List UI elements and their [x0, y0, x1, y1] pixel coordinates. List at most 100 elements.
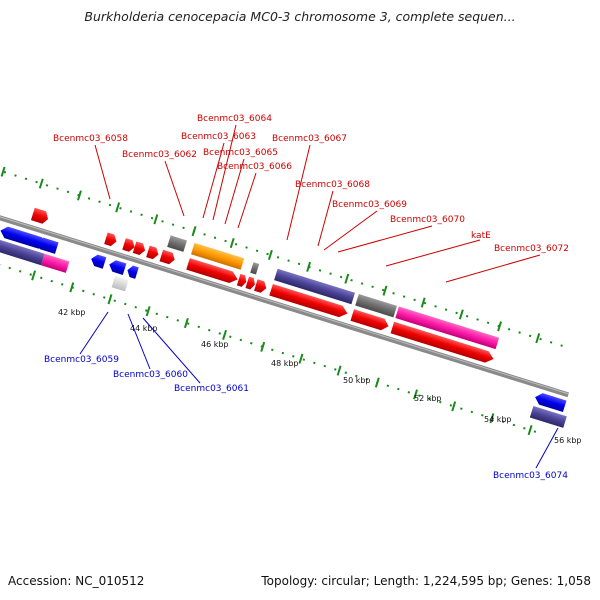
major-tick: [191, 226, 197, 237]
major-tick: [183, 317, 189, 329]
label-leader-line: [337, 225, 433, 253]
label-leader-line: [164, 160, 185, 217]
major-tick: [77, 190, 82, 201]
gene-left-pink[interactable]: [40, 253, 70, 273]
gene-label[interactable]: Bcenmc03_6067: [272, 134, 347, 144]
gene-bcenmc03-6068-red[interactable]: [236, 273, 248, 288]
gene-label[interactable]: Bcenmc03_6066: [217, 162, 292, 172]
major-tick: [229, 237, 235, 249]
forward-features: [30, 207, 500, 365]
gene-bcenmc03-6059[interactable]: [89, 253, 107, 269]
gene-bcenmc03-6058[interactable]: [30, 207, 50, 225]
major-tick: [267, 249, 273, 261]
kbp-label: 42 kbp: [58, 308, 86, 317]
label-leader-line: [535, 427, 559, 469]
major-tick: [298, 353, 304, 364]
gene-bcenmc03-6062[interactable]: [104, 232, 118, 248]
major-tick: [374, 377, 380, 388]
label-leader-line: [142, 317, 201, 384]
tick-ring-inner: [0, 240, 537, 433]
label-leader-line: [202, 142, 225, 219]
gene-bcenmc03-6072-red[interactable]: [390, 321, 496, 365]
gene-label[interactable]: Bcenmc03_6063: [181, 132, 256, 142]
major-tick: [535, 333, 541, 344]
kbp-label: 46 kbp: [201, 340, 229, 349]
kbp-label: 44 kbp: [130, 324, 158, 333]
gene-kate-red[interactable]: [350, 309, 390, 332]
kbp-label: 56 kbp: [554, 436, 582, 445]
label-leader-line: [79, 311, 109, 355]
gene-bcenmc03-6074[interactable]: [533, 391, 567, 413]
gene-bcenmc03-6068[interactable]: [250, 262, 260, 275]
gene-label[interactable]: Bcenmc03_6069: [332, 200, 407, 210]
major-tick: [115, 202, 121, 213]
gene-label[interactable]: Bcenmc03_6070: [390, 215, 465, 225]
tick-ring-outer: [0, 154, 563, 347]
major-tick: [222, 329, 228, 341]
gene-kate[interactable]: [355, 293, 397, 318]
major-tick: [527, 425, 533, 436]
major-tick: [420, 297, 426, 308]
gene-label[interactable]: Bcenmc03_6065: [203, 148, 278, 158]
gene-bcenmc03-6060[interactable]: [108, 259, 127, 275]
major-tick: [489, 413, 495, 424]
gene-label[interactable]: Bcenmc03_6072: [494, 244, 569, 254]
kbp-label: 54 kbp: [484, 415, 512, 424]
major-tick: [31, 270, 37, 281]
gene-label[interactable]: Bcenmc03_6059: [44, 355, 119, 365]
major-tick: [306, 261, 312, 272]
gene-bcenmc03-6069[interactable]: [245, 276, 256, 291]
accession-text: Accession: NC_010512: [8, 574, 145, 588]
major-tick: [145, 306, 151, 317]
gene-left-purple[interactable]: [0, 239, 45, 266]
major-tick: [0, 166, 6, 177]
label-leader-line: [385, 239, 481, 267]
gene-bcenmc03-6072[interactable]: [395, 306, 500, 350]
gene-labels: Bcenmc03_6058Bcenmc03_6062Bcenmc03_6063B…: [44, 114, 569, 481]
gene-bcenmc03-6064[interactable]: [132, 241, 147, 256]
genome-summary-text: Topology: circular; Length: 1,224,595 bp…: [261, 574, 591, 588]
reverse-features: [0, 225, 567, 428]
gene-label[interactable]: Bcenmc03_6058: [53, 134, 128, 144]
major-tick: [382, 285, 388, 296]
label-leader-line: [94, 144, 111, 200]
gene-label[interactable]: Bcenmc03_6060: [113, 370, 188, 380]
label-leader-line: [212, 124, 237, 221]
label-leader-line: [237, 172, 257, 229]
gene-label[interactable]: Bcenmc03_6074: [493, 471, 568, 481]
label-leader-line: [286, 144, 311, 241]
gene-label[interactable]: Bcenmc03_6062: [122, 150, 197, 160]
gene-left-blue-1[interactable]: [0, 225, 43, 249]
gene-left-blue-2[interactable]: [34, 236, 59, 254]
major-tick: [69, 282, 75, 293]
major-tick: [153, 214, 159, 225]
major-tick: [336, 365, 342, 376]
gene-bcenmc03-6060-light[interactable]: [111, 275, 129, 292]
kbp-label: 48 kbp: [271, 359, 299, 368]
label-leader-line: [317, 190, 334, 247]
label-leader-line: [445, 254, 541, 283]
major-tick: [458, 309, 464, 320]
chromosome-backbone: [0, 190, 570, 398]
gene-label[interactable]: Bcenmc03_6061: [174, 384, 249, 394]
major-tick: [38, 178, 44, 189]
gene-bcenmc03-6074-purple[interactable]: [529, 405, 567, 428]
gene-bcenmc03-6065[interactable]: [146, 245, 160, 261]
gene-bcenmc03-6061[interactable]: [126, 264, 139, 279]
gene-label[interactable]: Bcenmc03_6068: [295, 180, 370, 190]
gene-bcenmc03-6070-red[interactable]: [269, 283, 349, 319]
major-tick: [497, 321, 503, 332]
gene-bcenmc03-6067[interactable]: [191, 242, 245, 270]
gene-label[interactable]: katE: [471, 231, 491, 241]
gene-bcenmc03-6066[interactable]: [159, 249, 177, 266]
kbp-label: 52 kbp: [414, 394, 442, 403]
gene-bcenmc03-6067-red[interactable]: [186, 258, 239, 285]
gene-bcenmc03-6069b[interactable]: [254, 279, 268, 294]
major-tick: [451, 401, 457, 412]
gene-bcenmc03-6063[interactable]: [122, 238, 136, 253]
gene-bcenmc03-6070[interactable]: [274, 268, 355, 305]
gene-feature-gray-1[interactable]: [167, 235, 187, 252]
gene-label[interactable]: Bcenmc03_6064: [197, 114, 272, 124]
